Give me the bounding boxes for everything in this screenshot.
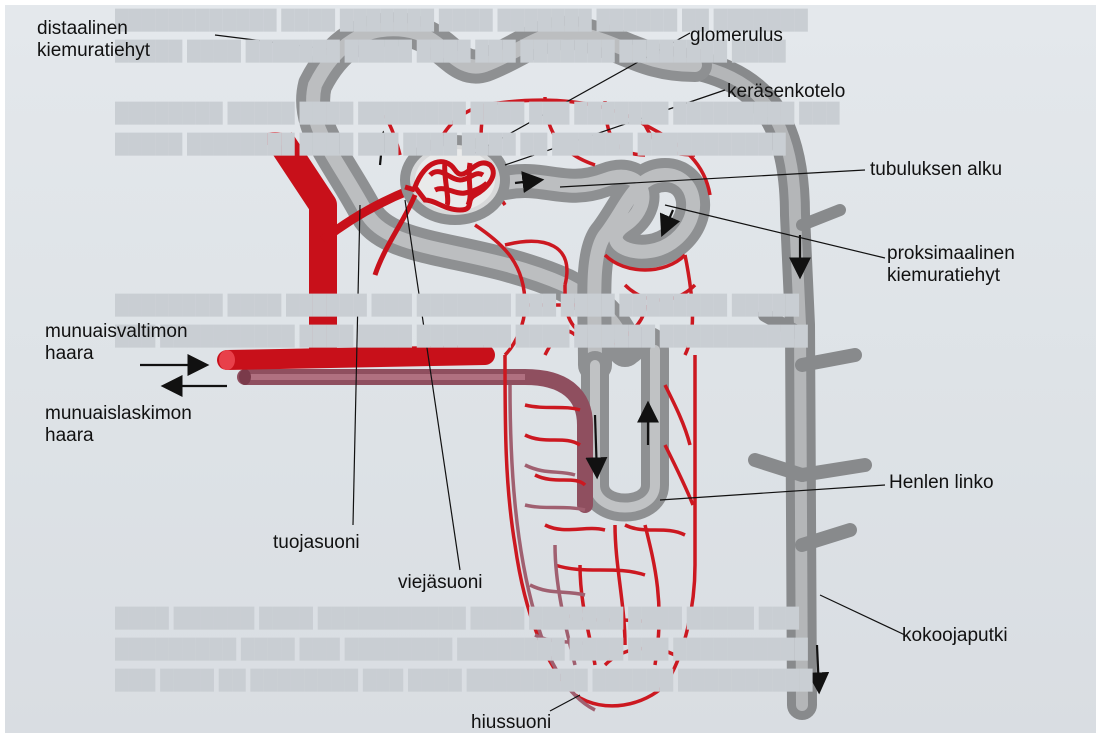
label-proximal-tubule: proksimaalinen kiemuratiehyt xyxy=(887,243,1015,287)
label-collecting-duct: kokoojaputki xyxy=(902,625,1008,647)
label-capsule: keräsenkotelo xyxy=(727,81,845,103)
label-artery-line1: munuaisvaltimon xyxy=(45,321,188,343)
label-vein-line2: haara xyxy=(45,425,192,447)
label-distal-line2: kiemuratiehyt xyxy=(37,40,150,62)
label-efferent: viejäsuoni xyxy=(398,572,483,594)
label-proximal-line1: proksimaalinen xyxy=(887,243,1015,265)
label-vein-line1: munuaislaskimon xyxy=(45,403,192,425)
label-capillary: hiussuoni xyxy=(471,712,551,733)
label-henle-loop: Henlen linko xyxy=(889,472,994,494)
label-afferent: tuojasuoni xyxy=(273,532,360,554)
textbook-page: ████████████ ████ ███████ ████ ███████ █… xyxy=(5,5,1096,733)
label-vein-branch: munuaislaskimon haara xyxy=(45,403,192,447)
label-tubule-start: tubuluksen alku xyxy=(870,159,1002,181)
label-distal-line1: distaalinen xyxy=(37,18,150,40)
label-distal-tubule: distaalinen kiemuratiehyt xyxy=(37,18,150,62)
label-proximal-line2: kiemuratiehyt xyxy=(887,265,1015,287)
label-glomerulus: glomerulus xyxy=(690,25,783,47)
label-artery-branch: munuaisvaltimon haara xyxy=(45,321,188,365)
label-artery-line2: haara xyxy=(45,343,188,365)
